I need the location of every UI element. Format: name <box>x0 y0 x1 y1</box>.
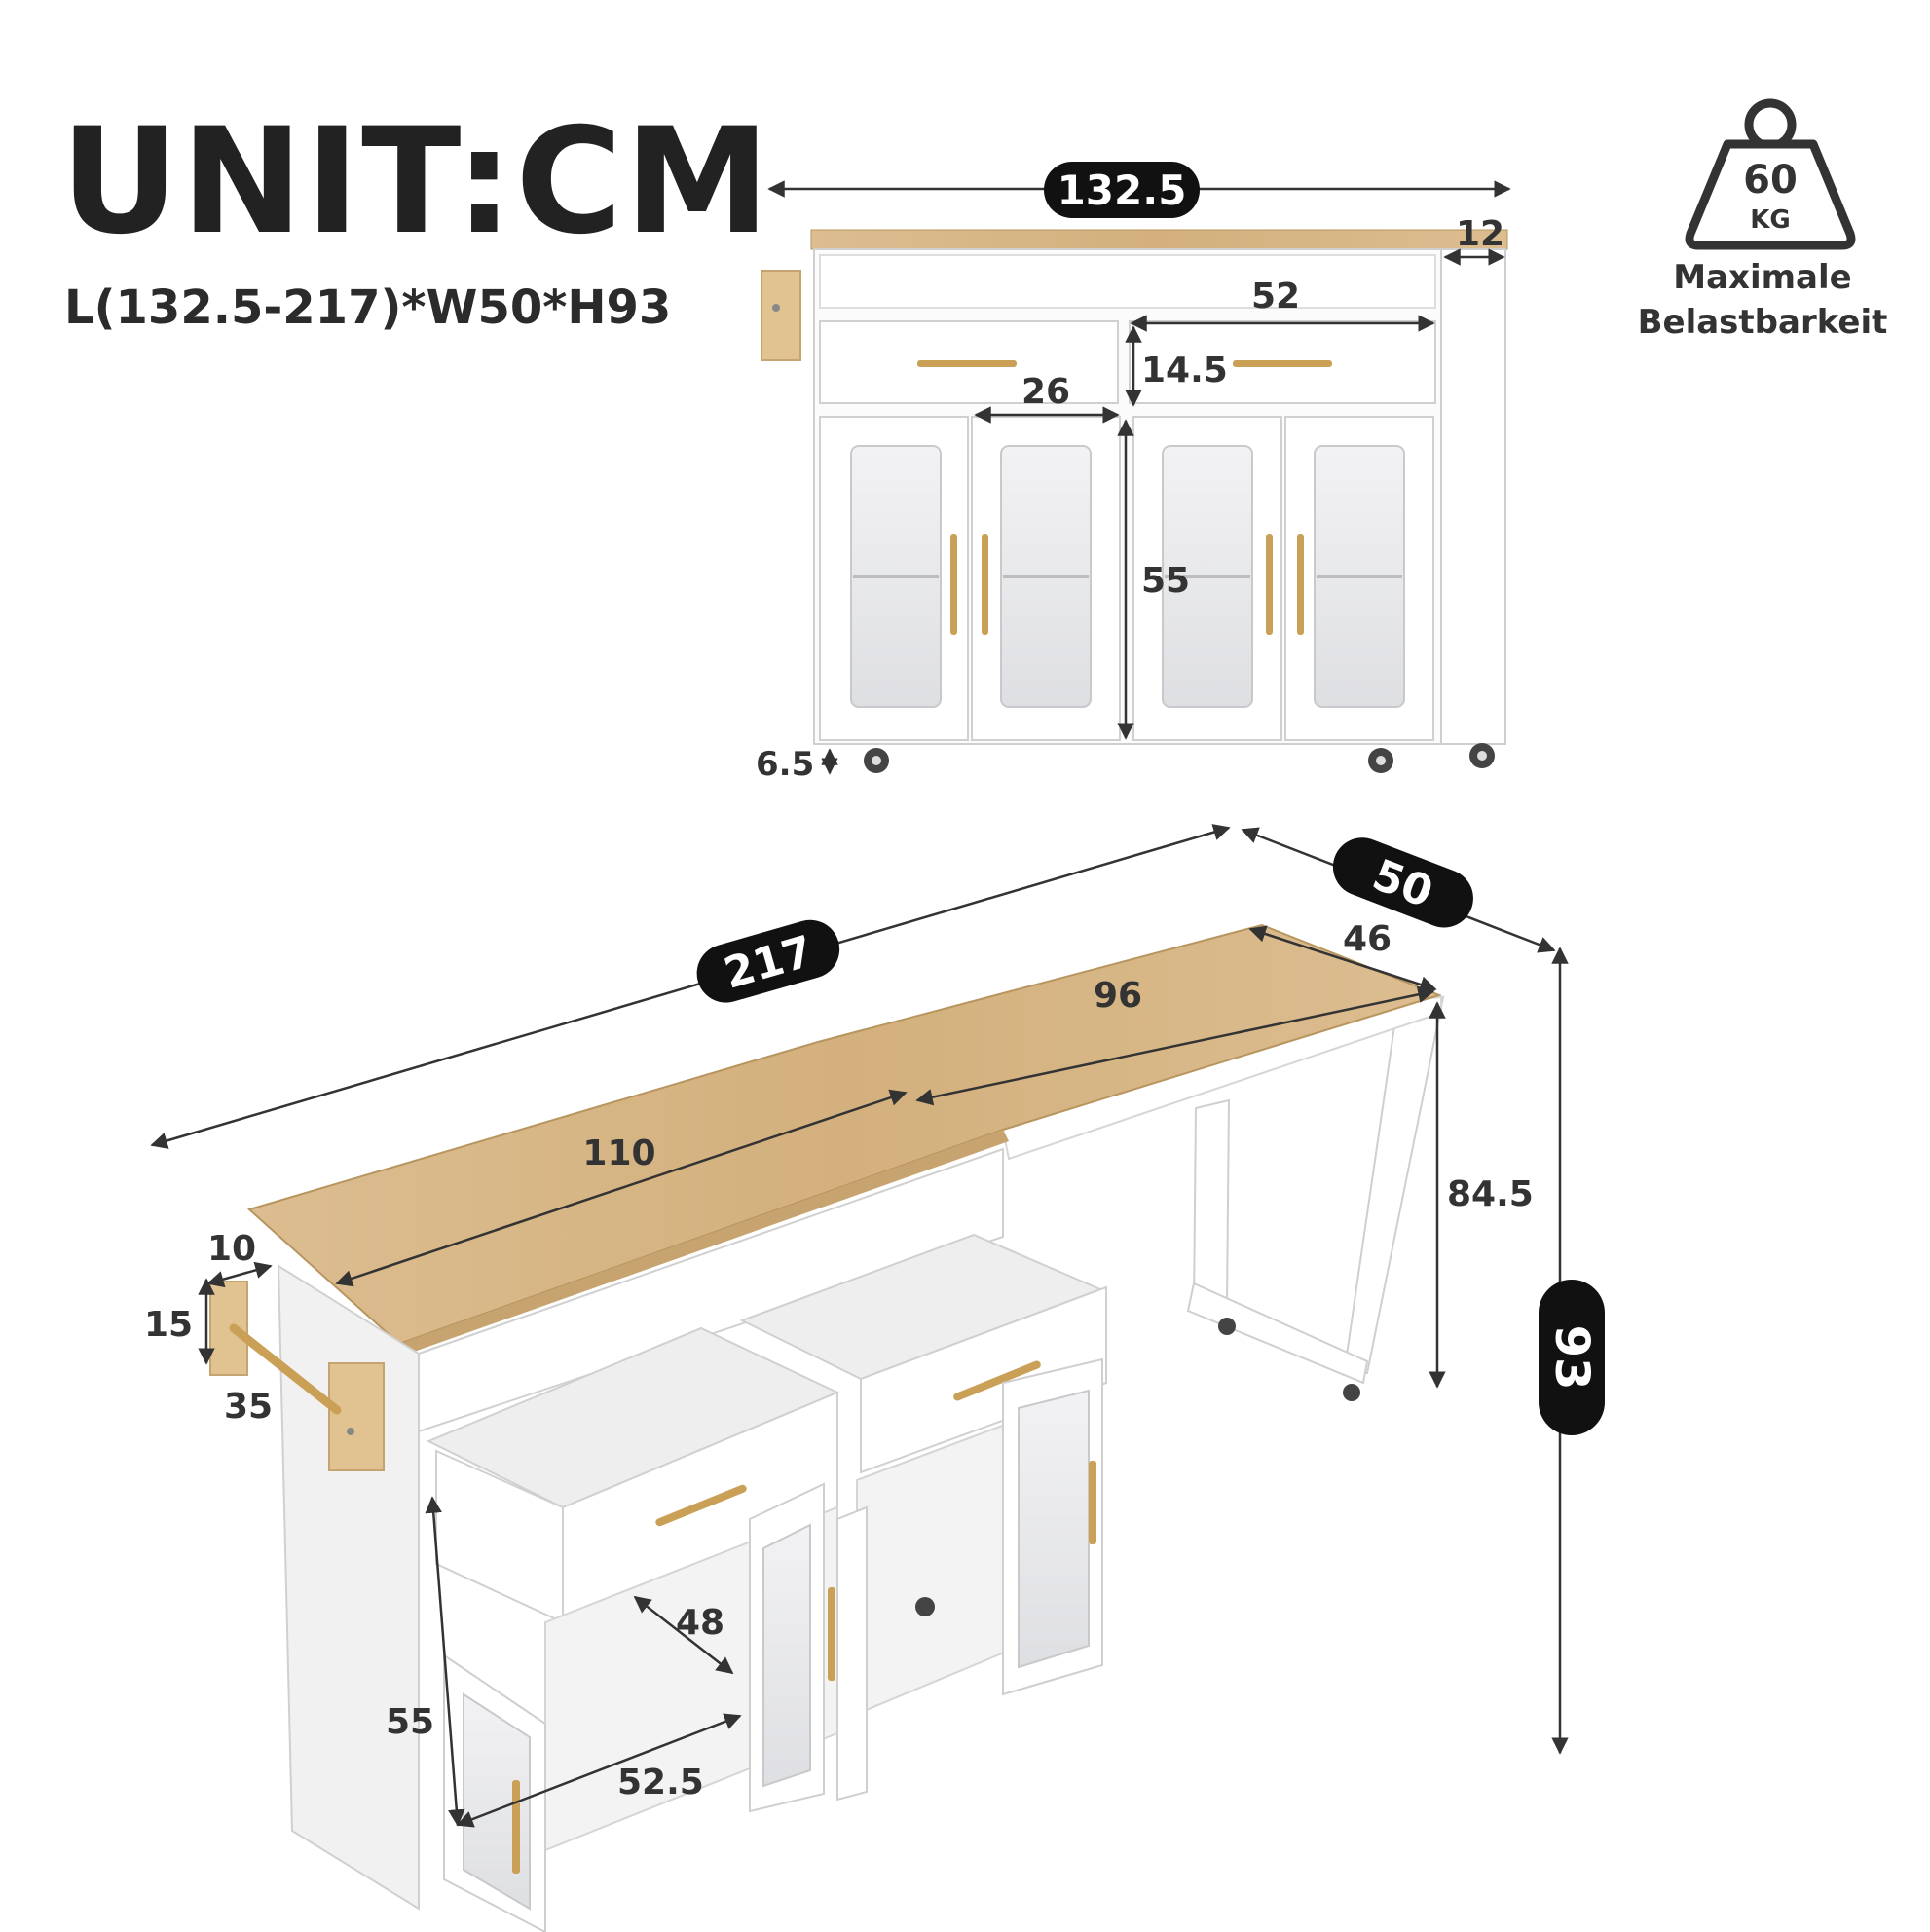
extension-depth-label: 46 <box>1343 919 1392 959</box>
weight-caption: Maximale Belastbarkeit <box>1616 255 1909 345</box>
unit-title: UNIT:CM <box>60 97 772 267</box>
front-doors <box>819 416 1434 741</box>
door-width-label: 26 <box>1021 372 1070 412</box>
extended-length-label: 217 <box>719 926 818 998</box>
drawer-height-label: 14.5 <box>1141 351 1228 390</box>
extension-length-label: 96 <box>1094 976 1142 1016</box>
drawer-width-label: 52 <box>1251 277 1300 316</box>
weight-caption-line1: Maximale <box>1673 258 1852 297</box>
main-length-label: 110 <box>582 1133 655 1173</box>
front-length-label: 132.5 <box>1058 167 1187 214</box>
front-wheels <box>864 743 1495 773</box>
front-view-cabinet <box>761 229 1508 773</box>
weight-caption-line2: Belastbarkeit <box>1637 303 1888 342</box>
extended-view-island <box>209 923 1445 1932</box>
total-height-label: 93 <box>1544 1325 1599 1391</box>
dimensions-summary: L(132.5-217)*W50*H93 <box>64 280 672 335</box>
lower-cabinet-height-label: 55 <box>386 1702 434 1742</box>
towel-rack-height-label: 15 <box>144 1305 193 1345</box>
weight-unit: KG <box>1750 205 1791 235</box>
wheel-height-label: 6.5 <box>756 745 814 784</box>
weight-icon: 60 KG <box>1685 98 1856 250</box>
side-leaf-label: 12 <box>1456 214 1504 254</box>
lower-cabinet-depth-label: 48 <box>676 1603 724 1643</box>
lower-cabinet-width-label: 52.5 <box>617 1763 704 1802</box>
weight-value: 60 <box>1743 158 1798 203</box>
towel-rack-length-label: 35 <box>224 1387 273 1427</box>
towel-rack-width-label: 10 <box>207 1229 256 1269</box>
extension-height-label: 84.5 <box>1447 1174 1534 1214</box>
cabinet-height-label: 55 <box>1141 561 1190 601</box>
